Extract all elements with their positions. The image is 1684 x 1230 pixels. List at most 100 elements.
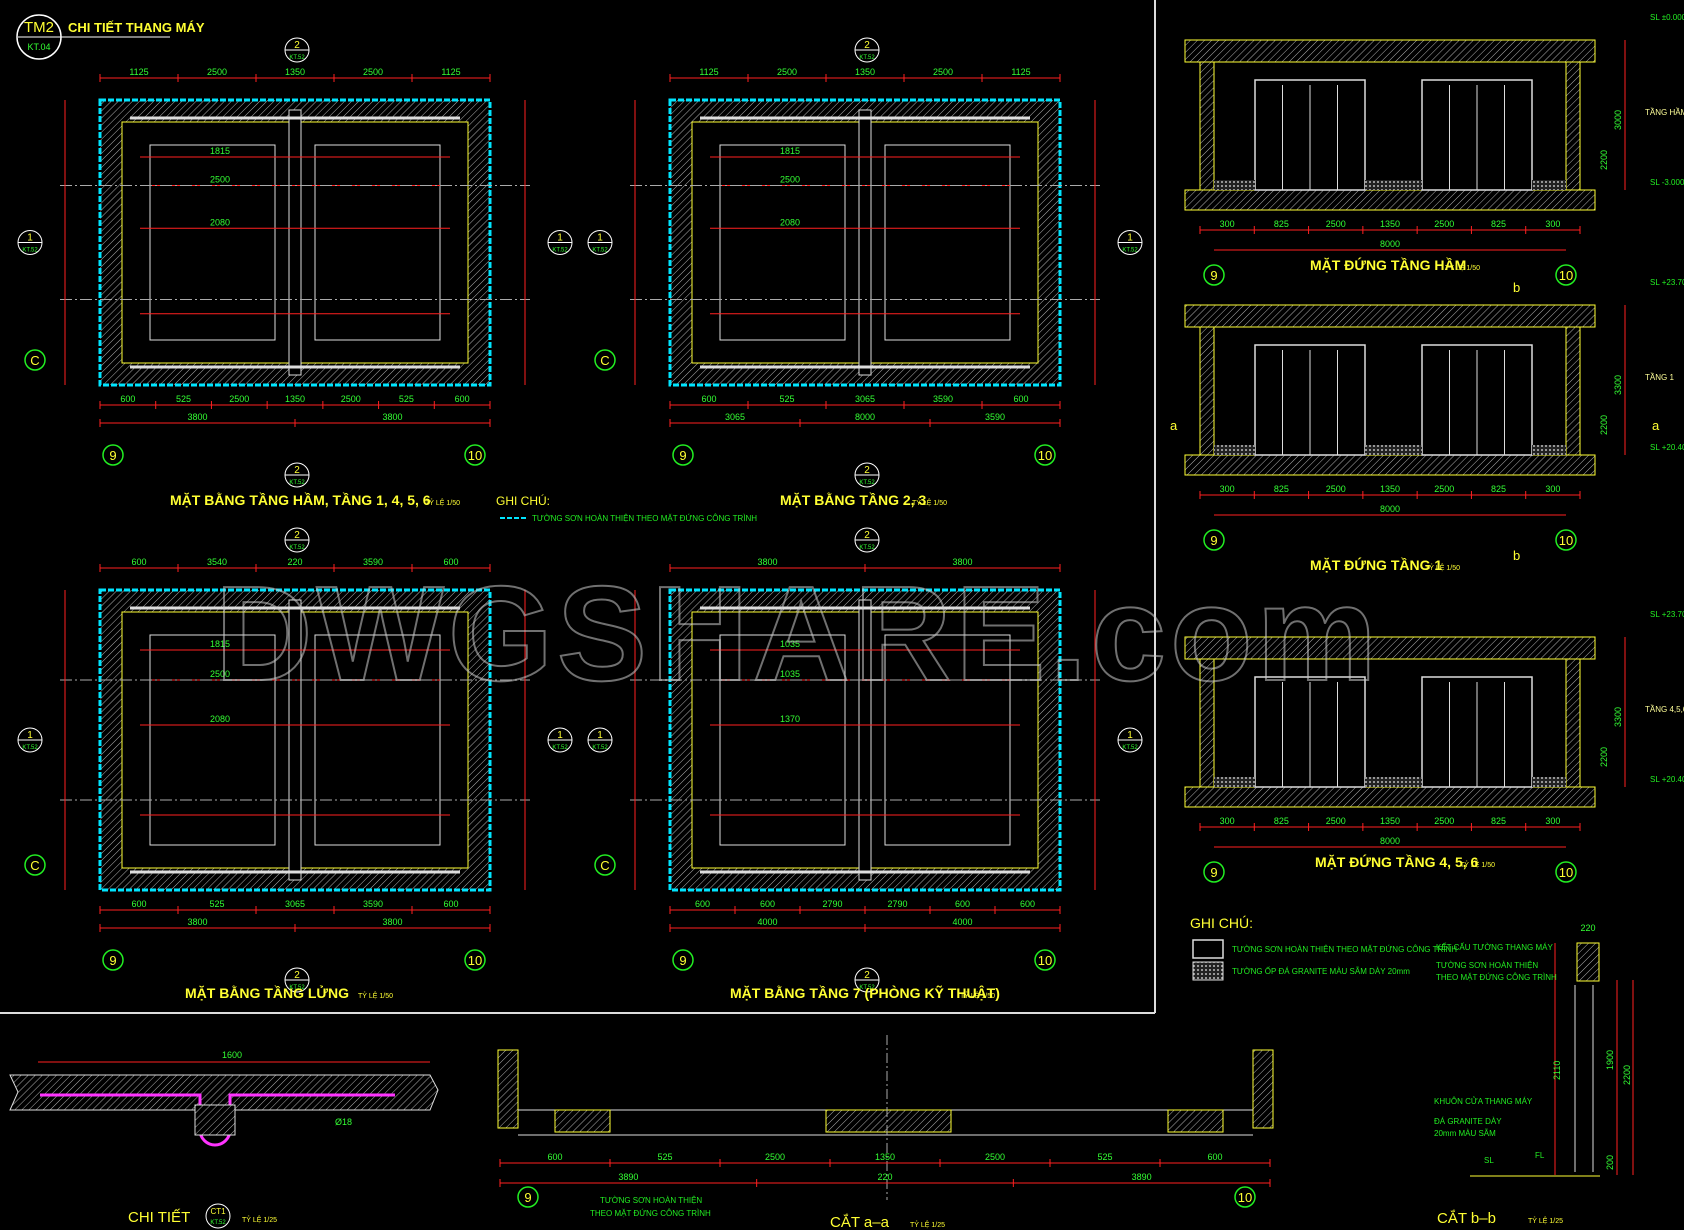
section-ref: KT.52: [1122, 745, 1138, 751]
sheet-frame: [0, 0, 1156, 1014]
inner-dim-label: 2080: [210, 714, 230, 724]
elev-height: 3300: [1613, 375, 1623, 395]
section-number: 1: [1127, 233, 1133, 244]
section-number: 2: [294, 465, 300, 476]
total-dim-label: 3800: [187, 917, 207, 927]
bottom-dim-label: 2500: [229, 394, 249, 404]
bottom-dim-label: 600: [443, 899, 458, 909]
grid-bubble: [1555, 529, 1577, 551]
elev-dim-label: 300: [1220, 816, 1235, 826]
elev-total: 8000: [1380, 836, 1400, 846]
divider-beam: [288, 109, 302, 376]
section-number: 1: [597, 233, 603, 244]
elev-dim-label: 825: [1491, 219, 1506, 229]
level-top: SL ±0.000: [1650, 13, 1684, 22]
bottom-dim-label: 3065: [285, 899, 305, 909]
section-number: 2: [294, 40, 300, 51]
granite-base: [1365, 180, 1422, 190]
total-dim-label: 4000: [757, 917, 777, 927]
grid-bubble: [594, 854, 616, 876]
elev-dim-label: 300: [1545, 219, 1560, 229]
section-bb-top-dim: 220: [1580, 923, 1595, 933]
elev-dim-label: 825: [1491, 484, 1506, 494]
elevator-car: [719, 144, 846, 341]
elev-dim-label: 2500: [1434, 219, 1454, 229]
granite-base: [1532, 180, 1566, 190]
detail-note: Ø18: [335, 1117, 352, 1127]
inner-dim-label: 2500: [780, 175, 800, 185]
section-number: 2: [294, 970, 300, 981]
section-ref: KT.52: [289, 55, 305, 61]
bottom-dim-label: 3065: [855, 394, 875, 404]
section-aa-dim: 600: [547, 1152, 562, 1162]
section-number: 1: [27, 730, 33, 741]
section-aa-dim: 525: [657, 1152, 672, 1162]
detail-title: CHI TIẾT: [128, 1209, 190, 1226]
floor-label: TẦNG 4,5,6: [1645, 704, 1684, 714]
total-dim-label: 3800: [382, 917, 402, 927]
elevator-car: [149, 144, 276, 341]
elev-scale-3: TỶ LỆ 1/50: [1460, 860, 1495, 869]
top-dim-label: 2500: [933, 67, 953, 77]
bottom-dim-label: 1350: [285, 394, 305, 404]
cut-a-label: a: [1652, 418, 1660, 433]
level-bottom: SL +20.400: [1650, 443, 1684, 452]
cut-b-label: b: [1513, 548, 1520, 563]
bottom-dim-label: 600: [701, 394, 716, 404]
granite-base: [1365, 777, 1422, 787]
section-number: 2: [864, 465, 870, 476]
detail-ct1: 1600 Ø18 CHI TIẾT CT1 KT.52 TỶ LỆ 1/25: [9, 1050, 439, 1229]
grid-label: C: [30, 353, 39, 368]
section-bb-dim: 1900: [1605, 1050, 1615, 1070]
section-ref: KT.52: [859, 545, 875, 551]
section-ref: KT.52: [289, 985, 305, 991]
plan-scale-3: TỶ LỆ 1/50: [358, 991, 393, 1000]
grid-label: 10: [1559, 533, 1573, 548]
floor-slab: [1184, 786, 1596, 808]
grid-bubble: [24, 349, 46, 371]
grid-bubble: [464, 444, 486, 466]
top-dim-label: 1350: [855, 67, 875, 77]
section-bb-note: KHUÔN CỬA THANG MÁY: [1434, 1097, 1533, 1106]
bottom-dim-label: 2790: [822, 899, 842, 909]
plan-scale-4: TỶ LỆ 1/50: [960, 991, 995, 1000]
grid-label: C: [30, 858, 39, 873]
total-dim-label: 3590: [985, 412, 1005, 422]
level-bottom: SL +20.400: [1650, 775, 1684, 784]
level-top: SL +23.700: [1650, 278, 1684, 287]
side-wall: [1199, 658, 1215, 788]
plan-title-2: MẶT BẰNG TẦNG 2, 3: [780, 491, 926, 508]
grid-label: 9: [109, 448, 116, 463]
grid-bubble: [464, 949, 486, 971]
bottom-dim-label: 525: [209, 899, 224, 909]
grid-bubble: [1555, 861, 1577, 883]
section-bb-dim: 2110: [1552, 1061, 1562, 1080]
plan-title-1: MẶT BẰNG TẦNG HẦM, TẦNG 1, 4, 5, 6: [170, 491, 431, 508]
legend-swatch-paint: [1192, 939, 1224, 959]
section-number: 2: [864, 40, 870, 51]
side-wall: [1565, 326, 1581, 456]
elev-dim-label: 825: [1274, 484, 1289, 494]
bottom-dim-label: 2500: [341, 394, 361, 404]
elev-dim-label: 1350: [1380, 816, 1400, 826]
top-dim-label: 220: [287, 557, 302, 567]
section-a-a: CẮT a–a TỶ LỆ 1/25 TƯỜNG SƠN HOÀN THIỆN …: [497, 1035, 1274, 1230]
grid-label: 10: [468, 953, 482, 968]
section-ref: KT.52: [592, 745, 608, 751]
section-bb-note: TƯỜNG SƠN HOÀN THIỆN: [1436, 961, 1538, 970]
elev-door-height: 2200: [1599, 415, 1609, 435]
section-ref: KT.52: [289, 480, 305, 486]
detail-sheet: KT.52: [210, 1220, 226, 1226]
elev-dim-label: 825: [1274, 816, 1289, 826]
inner-dim-label: 1035: [780, 639, 800, 649]
section-aa-note2: THEO MẶT ĐỨNG CÔNG TRÌNH: [590, 1209, 711, 1218]
elev-height: 3000: [1613, 110, 1623, 130]
granite-base: [1214, 445, 1255, 455]
divider-beam: [288, 599, 302, 881]
inner-dim-label: 2080: [210, 217, 230, 227]
section-number: 2: [864, 970, 870, 981]
